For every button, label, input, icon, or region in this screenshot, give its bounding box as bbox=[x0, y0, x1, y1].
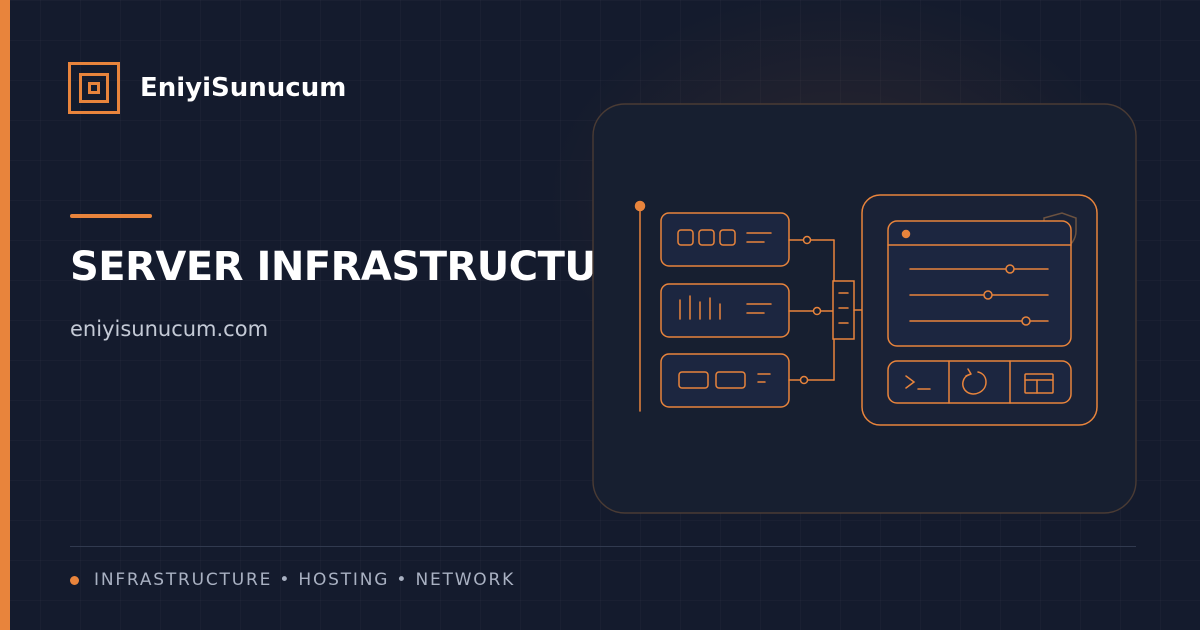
page-title: SERVER INFRASTRUCTURE bbox=[70, 244, 654, 290]
brand: EniyiSunucum bbox=[68, 62, 346, 114]
footer-divider bbox=[70, 546, 1136, 547]
logo-icon bbox=[68, 62, 120, 114]
left-accent-bar bbox=[0, 0, 10, 630]
title-accent-rule bbox=[70, 214, 152, 218]
server-panel-slots bbox=[660, 353, 790, 408]
server-panel-bars bbox=[660, 283, 790, 338]
refresh-icon bbox=[962, 368, 987, 395]
control-bar bbox=[887, 360, 1072, 404]
footer-bullet-dot bbox=[70, 575, 79, 585]
brand-name: EniyiSunucum bbox=[140, 73, 347, 103]
dashboard-window bbox=[861, 194, 1098, 426]
footer: INFRASTRUCTURE • HOSTING • NETWORK bbox=[70, 570, 515, 590]
server-illustration bbox=[592, 103, 1137, 514]
terminal-icon bbox=[905, 375, 931, 390]
server-panel-buttons bbox=[660, 212, 790, 267]
domain-text: eniyisunucum.com bbox=[70, 317, 269, 341]
layout-icon bbox=[1024, 373, 1054, 394]
slider-controls bbox=[909, 264, 1049, 326]
timeline-dot bbox=[634, 200, 646, 212]
footer-tagline: INFRASTRUCTURE • HOSTING • NETWORK bbox=[94, 570, 516, 590]
switch-box bbox=[832, 280, 855, 340]
